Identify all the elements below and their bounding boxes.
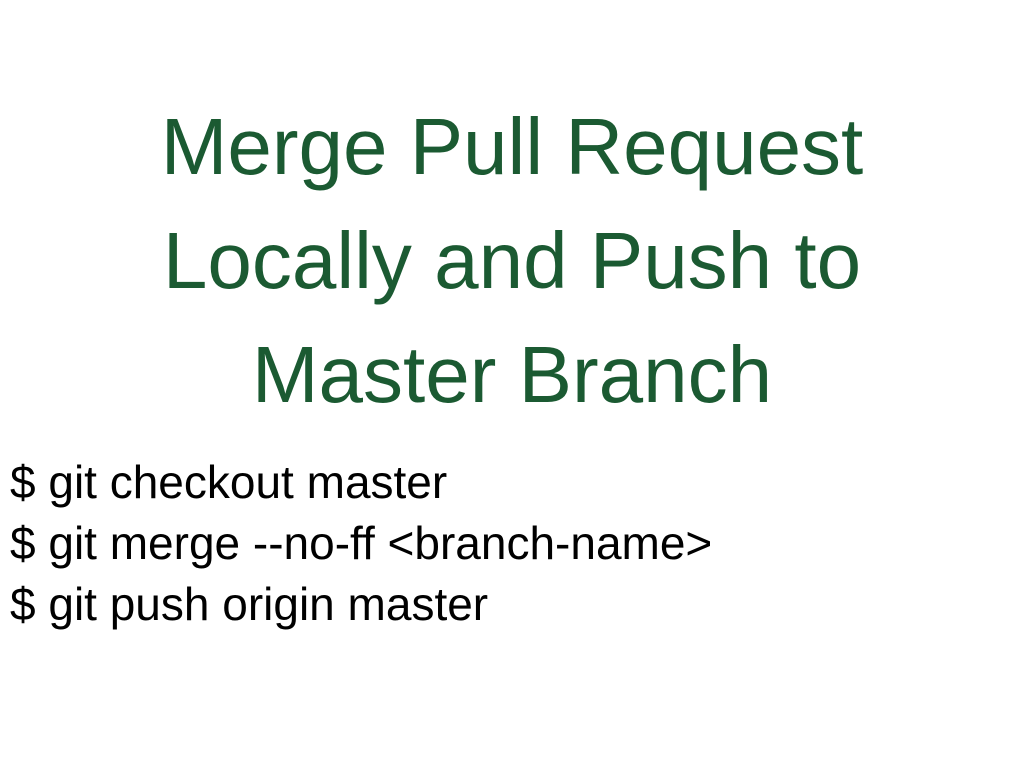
title-line-3: Master Branch: [251, 330, 773, 419]
command-merge-no-ff: $ git merge --no-ff <branch-name>: [10, 517, 713, 569]
slide-title: Merge Pull Request Locally and Push to M…: [0, 90, 1024, 432]
command-list: $ git checkout master $ git merge --no-f…: [10, 452, 712, 635]
command-checkout-master: $ git checkout master: [10, 456, 448, 508]
command-push-origin-master: $ git push origin master: [10, 578, 489, 630]
title-line-2: Locally and Push to: [162, 216, 862, 305]
title-line-1: Merge Pull Request: [160, 102, 864, 191]
